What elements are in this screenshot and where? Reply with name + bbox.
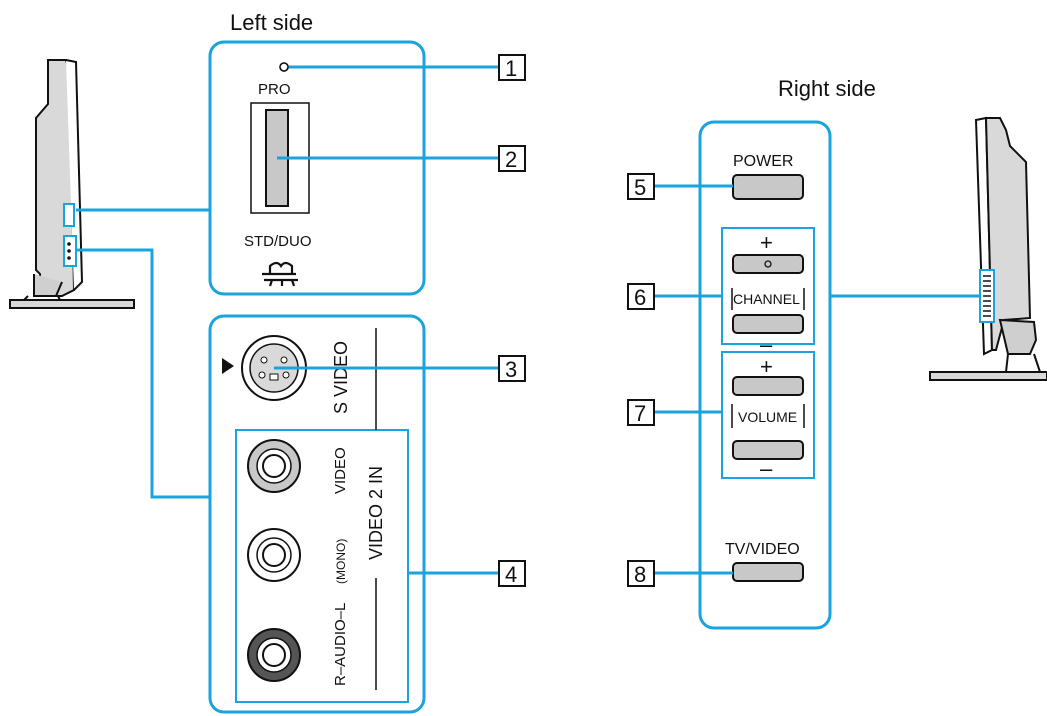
channel-plus-sign: + <box>760 230 773 255</box>
video-label: VIDEO <box>332 447 349 494</box>
volume-label: VOLUME <box>738 409 797 425</box>
right-side-heading: Right side <box>778 76 876 101</box>
memory-stick-logo-icon <box>262 261 298 287</box>
svg-text:8: 8 <box>634 562 646 587</box>
pro-label: PRO <box>258 81 291 98</box>
memory-stick-panel: Left side PRO STD/DUO <box>208 10 426 296</box>
callout-4: 4 <box>498 560 526 587</box>
controls-panel: Right side POWER + CHANNEL – + VOLUME – … <box>698 76 876 630</box>
volume-group-box <box>721 351 815 479</box>
svg-text:1: 1 <box>505 56 517 81</box>
audio-left-mono-jack[interactable] <box>247 528 301 582</box>
callout-8: 8 <box>627 560 655 587</box>
s-video-label: S VIDEO <box>331 341 351 414</box>
s-video-arrow-icon <box>222 358 234 374</box>
callout-5: 5 <box>627 173 655 200</box>
callout-1: 1 <box>498 54 526 81</box>
channel-tactile-dot-icon <box>764 260 772 268</box>
left-side-heading: Left side <box>230 10 313 35</box>
svg-text:5: 5 <box>634 175 646 200</box>
tv-right-profile <box>929 116 1047 381</box>
callout-6: 6 <box>627 283 655 310</box>
callout-3: 3 <box>498 355 526 382</box>
volume-plus-sign: + <box>760 354 773 379</box>
left-callout-leaders <box>274 65 499 575</box>
volume-up-button[interactable] <box>732 376 804 396</box>
tv-video-button[interactable] <box>732 562 804 582</box>
video2-in-label: VIDEO 2 IN <box>366 466 386 560</box>
channel-down-button[interactable] <box>732 314 804 334</box>
std-duo-label: STD/DUO <box>244 233 312 250</box>
video-jack[interactable] <box>247 439 301 493</box>
volume-minus-sign: – <box>760 456 773 481</box>
channel-label: CHANNEL <box>733 291 800 307</box>
audio-label: R–AUDIO–L <box>332 603 349 686</box>
callout-2: 2 <box>498 145 526 172</box>
av-input-panel: S VIDEO VIDEO R–AUDIO–L (MONO) VIDEO 2 I… <box>208 314 426 714</box>
right-callout-leaders <box>654 184 980 575</box>
callout-7: 7 <box>627 399 655 426</box>
svg-text:2: 2 <box>505 147 517 172</box>
left-leader-lines <box>76 208 210 499</box>
svg-text:6: 6 <box>634 285 646 310</box>
power-button[interactable] <box>732 174 804 200</box>
channel-group-box <box>721 227 815 345</box>
mono-label: (MONO) <box>334 539 348 584</box>
audio-right-jack[interactable] <box>247 628 301 682</box>
channel-minus-sign: – <box>760 332 773 357</box>
video2-in-group-box <box>235 429 409 703</box>
svg-text:7: 7 <box>634 401 646 426</box>
channel-up-button[interactable] <box>732 254 804 274</box>
power-label: POWER <box>733 153 793 170</box>
tv-left-profile <box>9 59 135 309</box>
svg-text:3: 3 <box>505 357 517 382</box>
tv-video-label: TV/VIDEO <box>725 541 800 558</box>
svg-text:4: 4 <box>505 562 517 587</box>
volume-down-button[interactable] <box>732 440 804 460</box>
